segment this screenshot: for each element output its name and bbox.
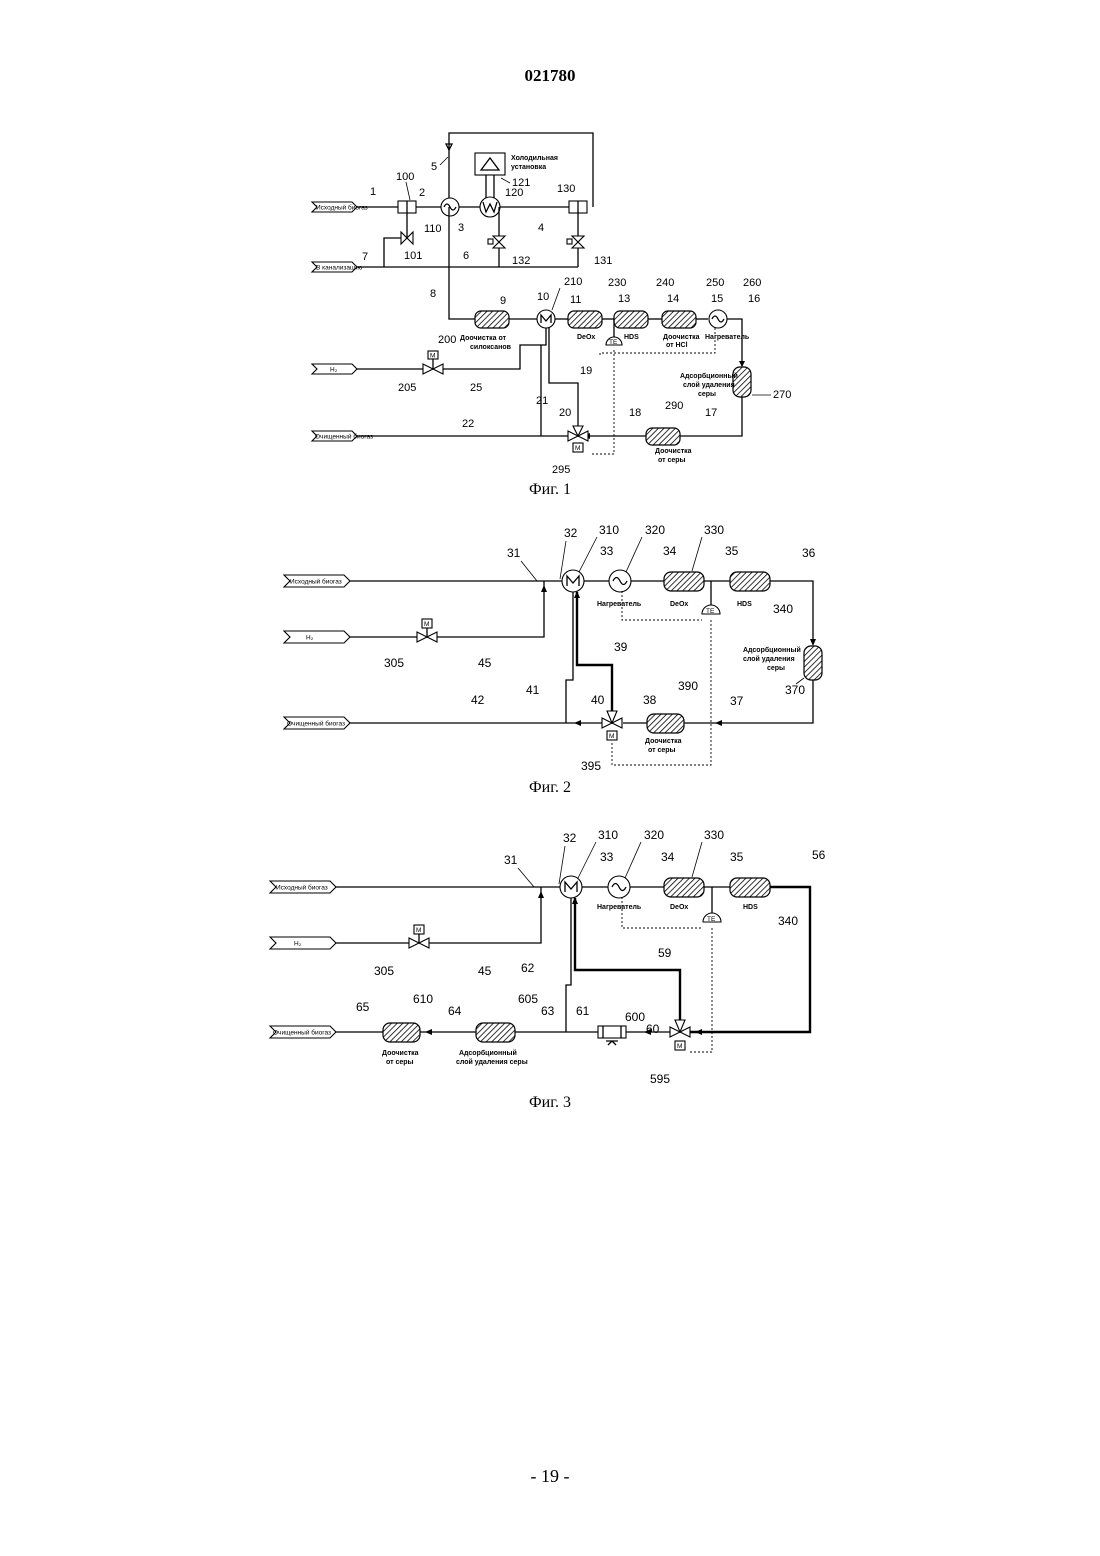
svg-text:64: 64 [448,1004,462,1018]
svg-text:Исходный биогаз: Исходный биогаз [276,884,328,892]
svg-text:63: 63 [541,1004,555,1018]
page-number-footer: - 19 - [0,1466,1100,1487]
svg-text:34: 34 [661,850,675,864]
fig3-reference-numerals: 31 32 310 33 320 34 330 35 56 340 59 62 … [356,828,826,1086]
fig3-sulfur-polisher-610: Доочистка от серы [382,1023,420,1066]
fig3-clean-biogas-stream-tag: Очищенный биогаз [270,1026,336,1038]
svg-text:305: 305 [374,964,394,978]
fig3-heater-320: Нагреватель [597,876,642,911]
fig3-caption: Фиг. 3 [529,1094,571,1111]
svg-text:DeOx: DeOx [670,904,688,911]
svg-text:62: 62 [521,961,535,975]
svg-text:Адсорбционный: Адсорбционный [459,1049,517,1057]
fig3-three-way-valve-595: M [670,1020,690,1050]
fig3-h2-stream-tag: H₂ [270,937,336,949]
svg-text:H₂: H₂ [294,941,302,948]
svg-text:HDS: HDS [743,904,758,911]
fig3-adsorption-bed-605: Адсорбционный слой удаления серы [456,1023,528,1066]
svg-text:595: 595 [650,1072,670,1086]
fig3-feed-stream-tag: Исходный биогаз [270,881,336,893]
svg-text:от серы: от серы [386,1059,414,1066]
svg-text:32: 32 [563,831,577,845]
fig3-temperature-sensor: TE [703,887,721,923]
svg-text:59: 59 [658,946,672,960]
svg-text:слой удаления серы: слой удаления серы [456,1058,528,1066]
svg-text:56: 56 [812,848,826,862]
svg-text:Доочистка: Доочистка [382,1050,419,1057]
svg-text:61: 61 [576,1004,590,1018]
svg-text:45: 45 [478,964,492,978]
svg-text:65: 65 [356,1000,370,1014]
svg-text:33: 33 [600,850,614,864]
svg-text:Нагреватель: Нагреватель [597,904,642,911]
fig3-cooler-600 [598,1026,626,1045]
svg-text:310: 310 [598,828,618,842]
svg-text:M: M [416,927,421,934]
svg-text:610: 610 [413,992,433,1006]
svg-text:330: 330 [704,828,724,842]
fig3-hds-340: HDS [730,878,770,911]
fig3-deox-330: DeOx [664,878,704,911]
svg-text:TE: TE [707,916,716,923]
svg-text:35: 35 [730,850,744,864]
svg-text:605: 605 [518,992,538,1006]
svg-text:600: 600 [625,1010,645,1024]
fig3-hx-310 [560,876,582,898]
svg-text:320: 320 [644,828,664,842]
svg-text:M: M [677,1043,682,1050]
fig3-h2-valve-305: M [409,925,429,948]
svg-text:Очищенный биогаз: Очищенный биогаз [273,1029,331,1037]
svg-text:60: 60 [646,1022,660,1036]
svg-text:31: 31 [504,853,518,867]
svg-text:340: 340 [778,914,798,928]
figure-3-process-diagram: Исходный биогаз Нагреватель DeOx HDS M [0,0,1100,1120]
